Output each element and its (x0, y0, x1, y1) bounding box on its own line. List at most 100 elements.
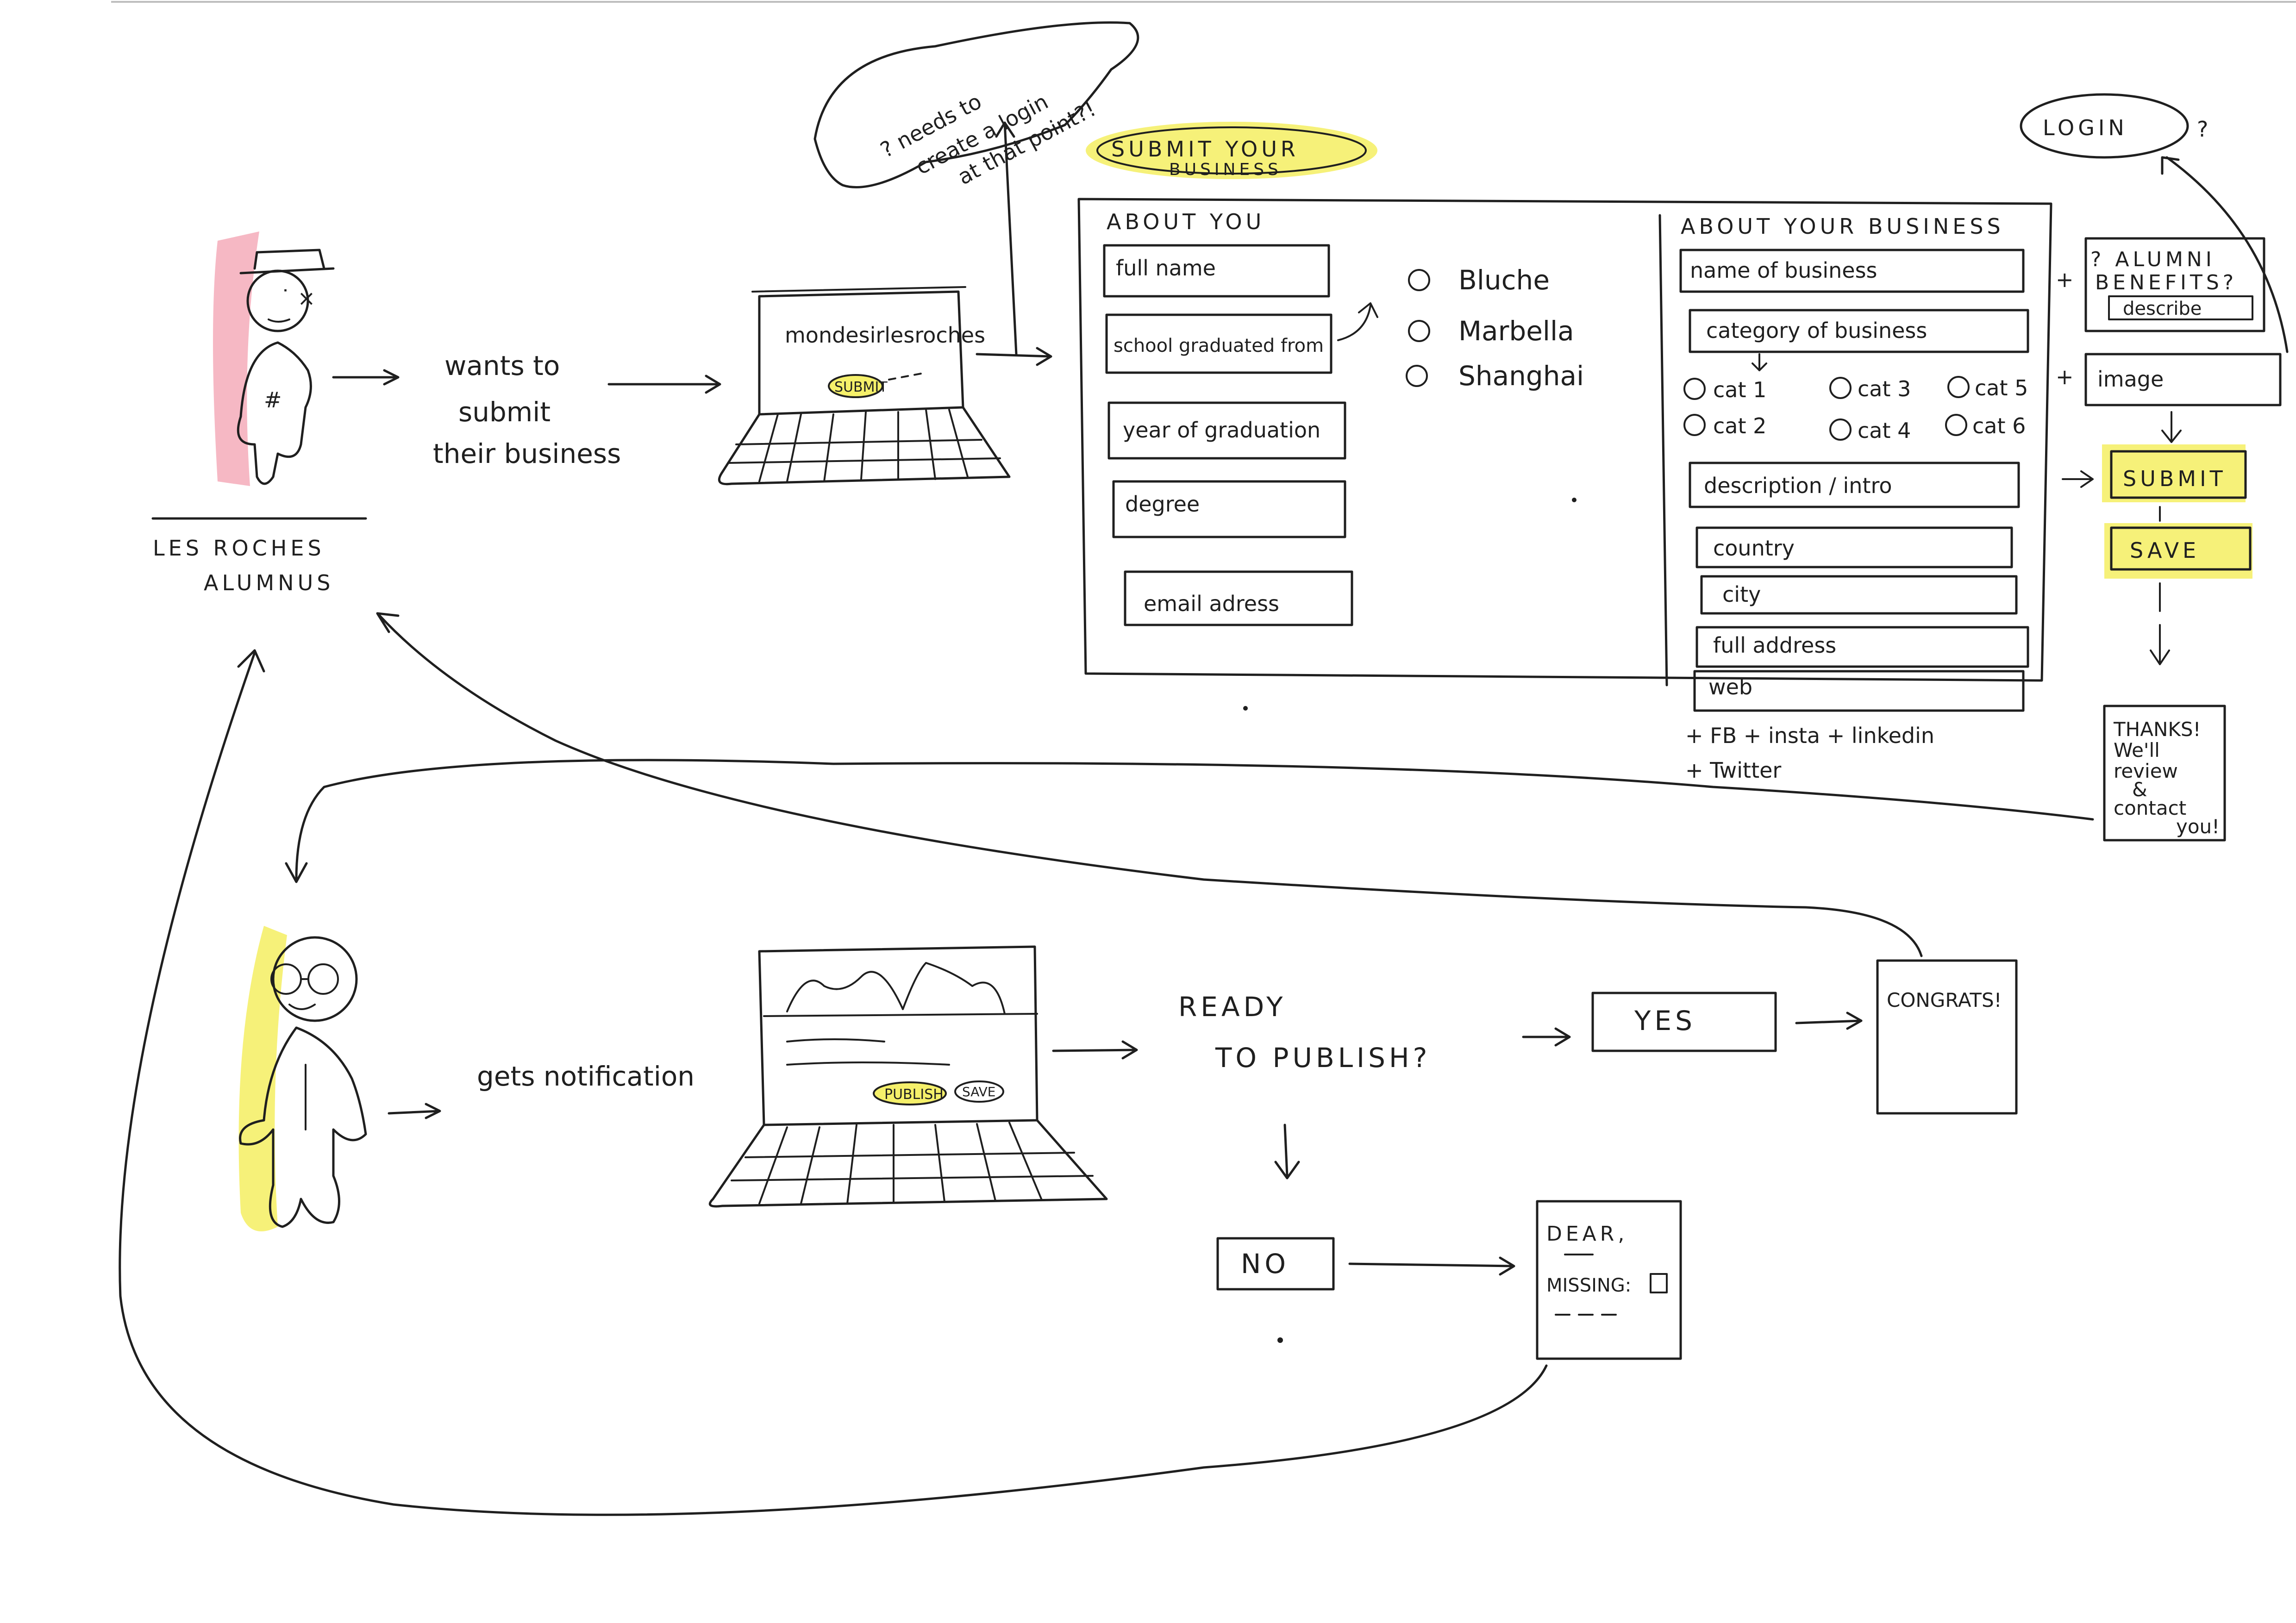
field-email[interactable] (1124, 570, 1353, 626)
alumni-benefits-line1: ? ALUMNI (2090, 248, 2215, 271)
yes-label: YES (1634, 1005, 1696, 1036)
thanks-line: & (2132, 778, 2147, 801)
persona-label-line2: ALUMNUS (204, 570, 334, 595)
radio-bluche-label: Bluche (1458, 264, 1550, 296)
image-field[interactable] (2084, 353, 2282, 406)
field-city-label: city (1722, 582, 1761, 607)
alumni-benefits-box[interactable] (2084, 237, 2265, 332)
form-title-highlight (1086, 122, 1377, 179)
yes-button[interactable] (1591, 992, 1777, 1052)
radio-cat-6[interactable] (1945, 414, 1967, 436)
login-label[interactable]: LOGIN (2043, 115, 2128, 140)
ready-line1: READY (1178, 991, 1287, 1023)
radio-marbella-label: Marbella (1458, 315, 1574, 347)
category-options: cat 1 cat 2 cat 3 cat 4 cat 5 cat 6 (1683, 375, 2028, 443)
missing-box (1536, 1200, 1682, 1360)
about-you-heading: ABOUT YOU (1107, 209, 1265, 234)
form-save-button[interactable] (2110, 526, 2252, 571)
arrow-to-login (2161, 156, 2289, 353)
form-panel (1077, 198, 2052, 682)
form-submit-label: SUBMIT (2123, 466, 2227, 491)
arrow-to-campus (1337, 302, 1378, 341)
field-web[interactable] (1693, 670, 2025, 712)
loop-arrow-to-bottom-persona (285, 759, 2094, 883)
laptop-save-button[interactable]: SAVE (962, 1084, 996, 1099)
notified-persona (238, 926, 367, 1231)
thanks-line: review (2114, 760, 2178, 782)
about-you-fields: full name school graduated from year of … (1103, 244, 1353, 626)
submit-business-form: SUBMIT YOUR BUSINESS ABOUT YOU full name… (1077, 122, 2282, 842)
form-title-line2: BUSINESS (1169, 160, 1282, 179)
missing-label: MISSING: (1546, 1275, 1631, 1296)
laptop-publish-highlight (873, 1081, 947, 1105)
step-text-line3: their business (433, 438, 621, 469)
missing-checkbox (1650, 1273, 1668, 1293)
field-business-category[interactable] (1689, 309, 2029, 353)
no-button[interactable] (1216, 1237, 1335, 1291)
field-business-category-label: category of business (1706, 318, 1927, 343)
arrow-right (1348, 1256, 1515, 1276)
laptop-publish-button[interactable]: PUBLISH (884, 1086, 944, 1103)
field-description[interactable] (1689, 462, 2020, 508)
loop-arrow-from-congrats (376, 612, 1923, 957)
eyes: ˙ × (280, 286, 315, 311)
field-business-name[interactable] (1679, 249, 2025, 293)
field-school[interactable] (1105, 313, 1333, 374)
radio-cat-2[interactable] (1683, 414, 1706, 436)
mountain-image (786, 962, 1006, 1015)
radio-bluche[interactable] (1408, 269, 1430, 291)
field-web-label: web (1708, 674, 1752, 699)
field-full-name[interactable] (1103, 244, 1330, 298)
arrow-down (2161, 411, 2182, 443)
arrow-right (1052, 1040, 1138, 1060)
radio-marbella[interactable] (1408, 320, 1430, 342)
login-question: ? (2197, 117, 2208, 142)
form-save-label: SAVE (2130, 538, 2200, 563)
laptop-screen-text: mondesirlesroches (785, 323, 985, 348)
field-full-address[interactable] (1695, 626, 2029, 668)
field-school-label: school graduated from (1114, 335, 1324, 356)
bottom-step-text: gets notification (477, 1061, 694, 1092)
field-degree[interactable] (1112, 480, 1346, 538)
laptop-sketch (718, 286, 1011, 486)
field-country-label: country (1713, 536, 1795, 561)
thanks-box (2103, 705, 2226, 842)
laptop-submit-highlight (828, 374, 883, 398)
arrow-down (1274, 1124, 1300, 1180)
thanks-line: you! (2176, 815, 2220, 838)
persona-label-line1: LES ROCHES (153, 536, 325, 561)
field-description-label: description / intro (1704, 473, 1892, 498)
field-year[interactable] (1107, 401, 1346, 460)
field-city[interactable] (1700, 575, 2018, 615)
dear-label: DEAR, (1546, 1222, 1628, 1246)
arrow-right (1795, 1011, 1863, 1030)
social-links-line1[interactable]: + FB + insta + linkedin (1685, 723, 1934, 748)
radio-shanghai[interactable] (1406, 365, 1428, 387)
thanks-line: THANKS! (2113, 718, 2201, 741)
image-label: image (2097, 367, 2164, 392)
radio-cat-5[interactable] (1947, 376, 1970, 398)
radio-cat-4[interactable] (1829, 418, 1852, 441)
pink-highlight (213, 231, 259, 486)
radio-cat-3[interactable] (1829, 377, 1852, 399)
radio-cat-1[interactable] (1683, 378, 1706, 400)
form-submit-button[interactable] (2110, 450, 2247, 499)
radio-cat-6-label: cat 6 (1972, 413, 2026, 438)
laptop-submit-button[interactable]: SUBMIT (834, 379, 888, 395)
login-ellipse[interactable] (2020, 93, 2189, 159)
field-full-address-label: full address (1713, 633, 1836, 658)
form-title-line1: SUBMIT YOUR (1111, 137, 1299, 162)
alumnus-persona: ˙ × # (213, 231, 335, 486)
field-degree-label: degree (1125, 492, 1200, 517)
field-email-label: email adress (1144, 591, 1279, 616)
arrow-down (1752, 353, 1767, 371)
field-country[interactable] (1695, 526, 2013, 568)
plus-image: + (2056, 364, 2074, 389)
submit-highlight (2102, 444, 2246, 502)
describe-field[interactable] (2108, 295, 2253, 320)
cloud-note (813, 21, 1139, 188)
social-links-line2[interactable]: + Twitter (1685, 758, 1781, 783)
yellow-highlight (238, 926, 287, 1231)
field-year-label: year of graduation (1123, 418, 1320, 443)
